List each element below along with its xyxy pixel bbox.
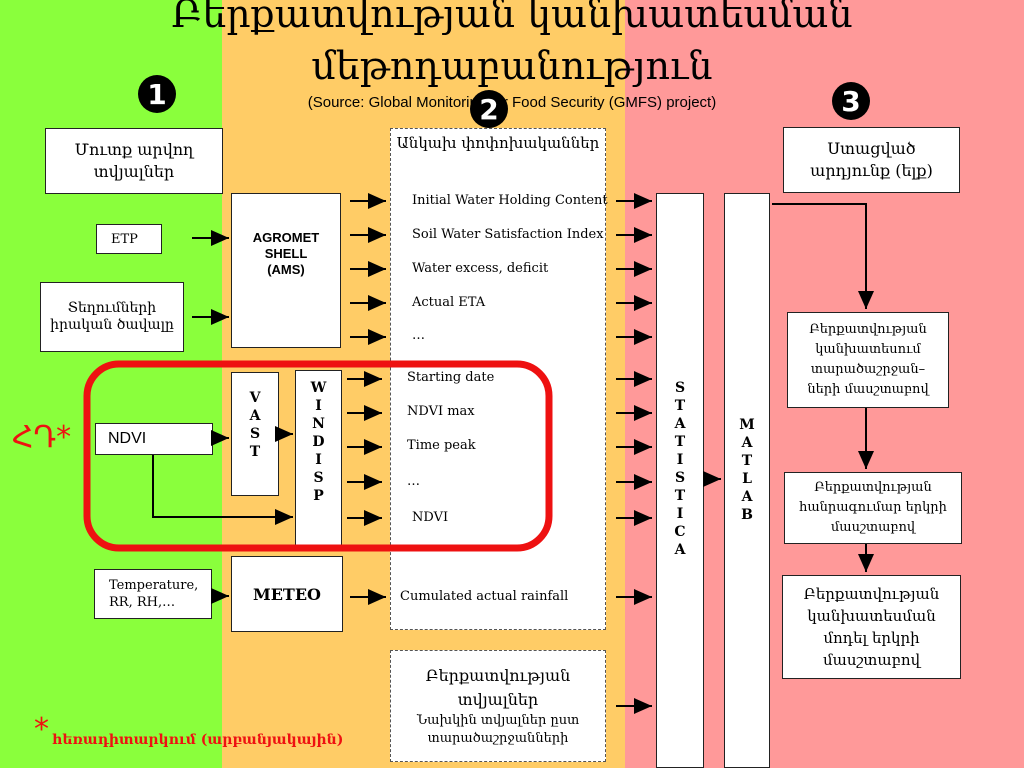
title-line2: մեթոդաբանություն — [311, 44, 713, 88]
arrow-matlab-output1 — [772, 203, 874, 309]
windisp-letter: S — [313, 470, 324, 486]
yield-data-box: Բերքատվության տվյալներ Նախկին տվյալներ ը… — [390, 650, 606, 762]
windisp-letter: I — [315, 398, 322, 414]
vast-letter: T — [249, 444, 261, 460]
step-2-badge: 2 — [470, 90, 508, 128]
agromet-shell-box: AGROMET SHELL (AMS) — [231, 193, 341, 348]
statistica-letter: C — [674, 524, 686, 540]
output-regional-forecast: Բերքատվության կանխատեսում տարածաշրջան– ն… — [787, 312, 949, 408]
meteo-inputs: Temperature, RR, RH,… — [94, 569, 212, 619]
statistica-letter: A — [674, 542, 686, 558]
statistica-letter: S — [674, 380, 686, 396]
title-line1: Բերքատվության կանխատեսման — [171, 0, 853, 36]
etp-input: ETP — [96, 224, 162, 254]
windisp-letter: W — [310, 380, 327, 396]
var-water-excess-deficit: Water excess, deficit — [412, 261, 549, 276]
footnote-text: հեռադիտարկում (արբանյակային) — [52, 732, 344, 748]
outputs-header: Ստացված արդյունք (ելք) — [783, 127, 960, 193]
matlab-letter: B — [741, 507, 753, 523]
matlab-letter: T — [741, 453, 753, 469]
var-initial-water-holding: Initial Water Holding Content — [412, 193, 608, 208]
statistica-letter: T — [674, 434, 686, 450]
var-ndvi-more: … — [407, 474, 420, 489]
statistica-letter: S — [674, 470, 686, 486]
output-country-model: Բերքատվության կանխատեսման մոդել երկրի մա… — [782, 575, 961, 679]
statistica-letter: T — [674, 398, 686, 414]
local-rainfall-input: Տեղումների իրական ծավալը — [40, 282, 184, 352]
var-soil-water-satisfaction: Soil Water Satisfaction Index — [412, 227, 604, 242]
variables-header: Անկախ փոփոխականներ — [396, 134, 600, 152]
vast-letter: A — [249, 408, 261, 424]
vast-letter: V — [249, 390, 261, 406]
var-starting-date: Starting date — [407, 370, 495, 385]
agromet-shell-label: AGROMET SHELL (AMS) — [252, 230, 320, 277]
matlab-letter: A — [741, 435, 753, 451]
windisp-letter: I — [315, 452, 322, 468]
matlab-letter: A — [741, 489, 753, 505]
remote-sensing-highlight — [83, 360, 553, 552]
statistica-letter: T — [674, 488, 686, 504]
ndvi-input: NDVI — [95, 423, 213, 455]
var-ndvi: NDVI — [412, 510, 449, 525]
windisp-letter: N — [312, 416, 325, 432]
vast-letter: S — [249, 426, 261, 442]
var-cumulated-rainfall: Cumulated actual rainfall — [400, 589, 569, 604]
yield-data-title: Բերքատվության տվյալներ — [425, 666, 571, 709]
yield-data-subtitle: Նախկին տվյալներ ըստ տարածաշրջանների — [416, 713, 580, 746]
var-actual-eta: Actual ETA — [412, 295, 486, 310]
statistica-letter: A — [674, 416, 686, 432]
footnote-star: * — [34, 712, 49, 747]
statistica-letter: I — [676, 506, 684, 522]
var-ams-more: … — [412, 328, 425, 343]
inputs-header: Մուտք արվող տվյալներ — [45, 128, 223, 194]
matlab-letter: L — [742, 471, 752, 487]
windisp-letter: D — [312, 434, 325, 450]
step-1-badge: 1 — [138, 75, 176, 113]
var-time-peak: Time peak — [407, 438, 476, 453]
matlab-letter: M — [739, 417, 755, 433]
statistica-letter: I — [676, 452, 684, 468]
output-country-total: Բերքատվության հանրագումար երկրի մասշտաբո… — [784, 472, 962, 544]
meteo-box: METEO — [231, 556, 343, 632]
windisp-letter: P — [313, 488, 324, 504]
var-ndvi-max: NDVI max — [407, 404, 475, 419]
step-3-badge: 3 — [832, 82, 870, 120]
remote-sensing-label: ՀԴ* — [12, 420, 72, 455]
source-note: (Source: Global Monitoring for Food Secu… — [307, 94, 717, 111]
arrow-ndvi-windisp — [152, 455, 293, 525]
